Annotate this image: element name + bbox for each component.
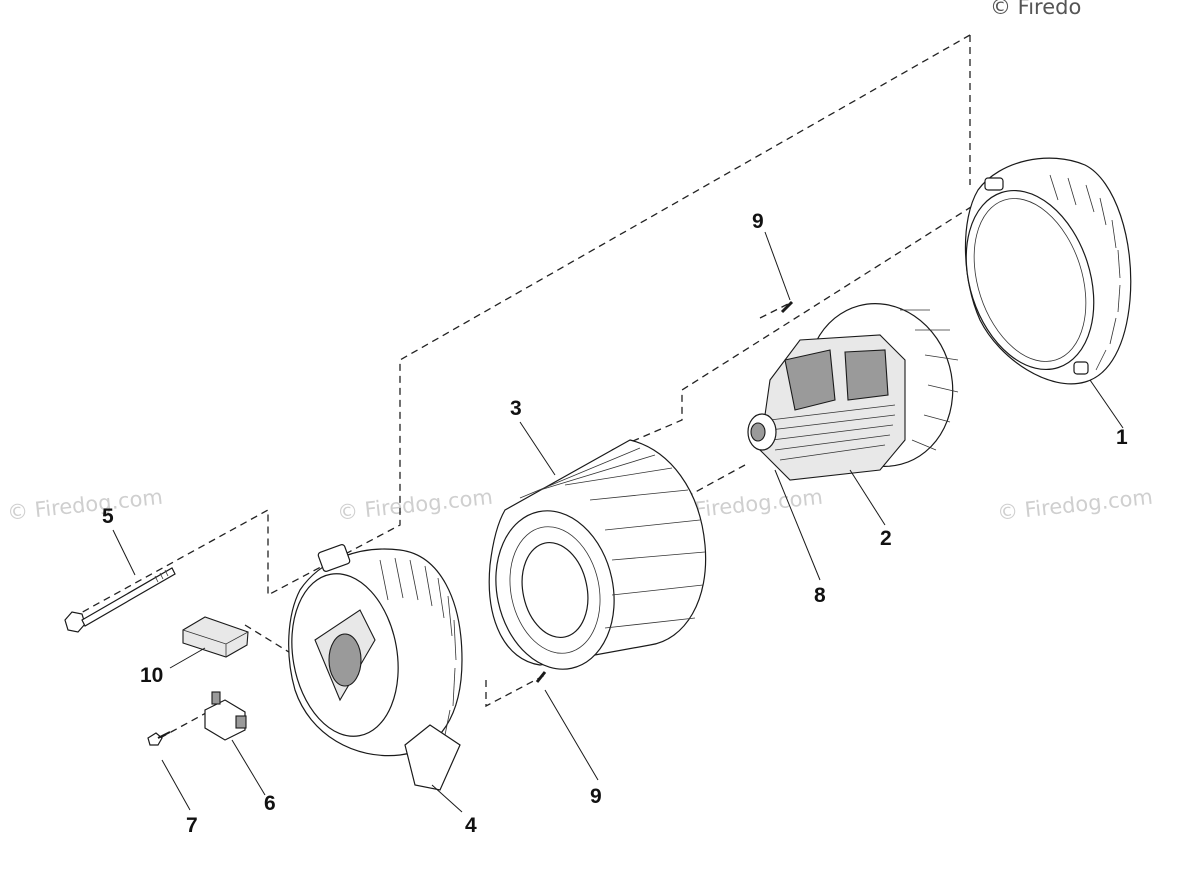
callout-10: 10 [140,664,163,687]
watermark-left: © Firedog.com [6,485,164,525]
part-5-through-bolt [64,567,176,633]
part-4-end-bell [288,544,463,791]
part-3-stator [488,439,707,670]
callout-7: 7 [186,814,198,837]
part-1-ring-housing [964,157,1132,385]
watermark-right: © Firedog.com [996,485,1154,525]
watermark-center: © Firedog.com [336,485,494,525]
callout-1: 1 [1116,426,1128,449]
part-2-rotor [747,303,959,481]
callout-6: 6 [264,792,276,815]
watermark-corner: © Firedo [990,0,1081,19]
callout-9-upper: 9 [752,210,764,233]
part-9-pin-lower [535,671,547,683]
callout-5: 5 [102,505,114,528]
callout-9-lower: 9 [590,785,602,808]
callout-2: 2 [880,527,892,550]
part-10-pad [182,616,249,658]
part-6-brush-holder [204,691,247,741]
callout-3: 3 [510,397,522,420]
callout-4: 4 [465,814,477,837]
part-7-screw [147,731,171,746]
callout-8: 8 [814,584,826,607]
part-9-pin-upper [780,300,794,314]
assembly-lines [67,34,983,739]
